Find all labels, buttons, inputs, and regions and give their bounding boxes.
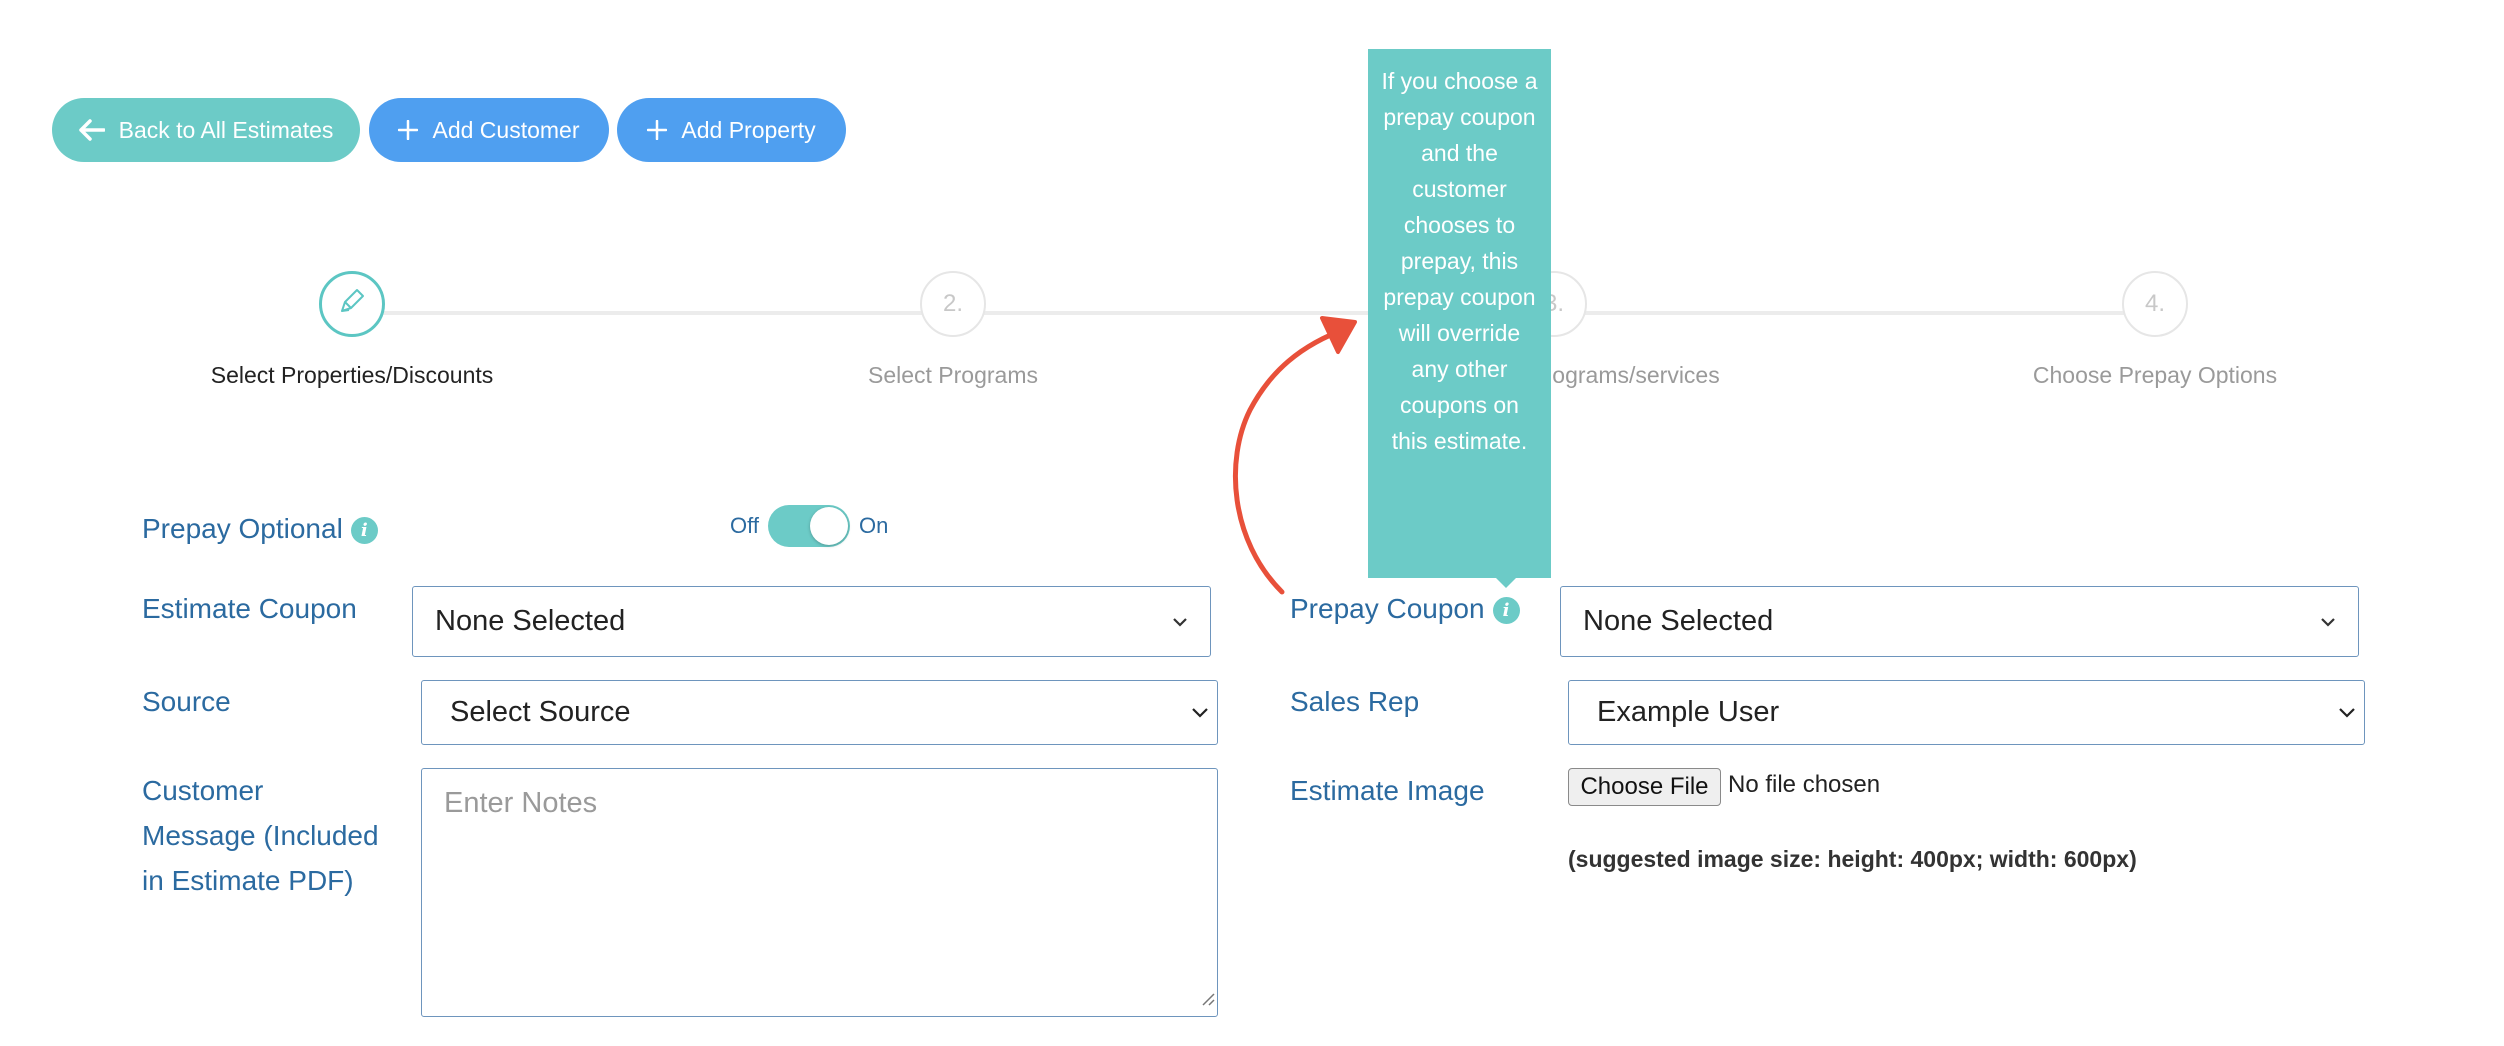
add-property-button[interactable]: Add Property — [617, 98, 846, 162]
info-icon[interactable]: i — [1492, 597, 1520, 625]
step-2-number: 2. — [942, 290, 963, 317]
step-4-circle[interactable]: 4. — [2122, 271, 2188, 337]
prepay-coupon-select[interactable]: None Selected — [1560, 586, 2359, 657]
prepay-coupon-tooltip: If you choose a prepay coupon and the cu… — [1368, 49, 1551, 578]
customer-message-textarea[interactable]: Enter Notes — [421, 768, 1218, 1017]
image-size-hint: (suggested image size: height: 400px; wi… — [1568, 846, 2137, 872]
customer-message-label: Customer Message (Included in Estimate P… — [142, 775, 379, 896]
back-button-label: Back to All Estimates — [118, 116, 334, 143]
prepay-coupon-value: None Selected — [1583, 605, 1774, 637]
source-value: Select Source — [450, 696, 631, 728]
source-select[interactable]: Select Source — [421, 680, 1218, 745]
step-2-circle[interactable]: 2. — [920, 271, 986, 337]
prepay-coupon-text: Prepay Coupon — [1290, 593, 1485, 624]
file-status-text: No file chosen — [1728, 771, 1881, 798]
step-3-label[interactable]: ograms/services — [1552, 362, 1720, 388]
plus-icon — [398, 120, 419, 140]
toggle-off-label: Off — [730, 513, 759, 538]
toggle-knob — [809, 507, 848, 545]
sales-rep-label: Sales Rep — [1290, 686, 1420, 717]
pencil-icon — [337, 286, 367, 323]
step-progress-line — [352, 311, 2152, 315]
step-4-label[interactable]: Choose Prepay Options — [2032, 362, 2278, 388]
chevron-down-icon — [2320, 617, 2336, 627]
estimate-coupon-label: Estimate Coupon — [142, 593, 357, 624]
toggle-on-label: On — [858, 513, 889, 538]
step-4-number: 4. — [2144, 290, 2165, 317]
tooltip-arrow — [1496, 578, 1516, 588]
estimate-coupon-value: None Selected — [435, 605, 626, 637]
add-customer-label: Add Customer — [432, 116, 580, 143]
step-1-label[interactable]: Select Properties/Discounts — [210, 362, 494, 388]
sales-rep-value: Example User — [1597, 696, 1780, 728]
info-icon[interactable]: i — [350, 517, 378, 545]
plus-icon — [647, 120, 668, 140]
prepay-optional-toggle-group: Off On — [730, 505, 888, 547]
estimate-image-label: Estimate Image — [1290, 775, 1485, 806]
step-2-label[interactable]: Select Programs — [867, 362, 1039, 388]
source-label: Source — [142, 686, 231, 717]
estimate-coupon-select[interactable]: None Selected — [412, 586, 1211, 657]
sales-rep-select[interactable]: Example User — [1568, 680, 2365, 745]
notes-placeholder: Enter Notes — [444, 787, 598, 819]
add-customer-button[interactable]: Add Customer — [369, 98, 609, 162]
chevron-down-icon — [1191, 707, 1209, 719]
step-1-circle[interactable] — [319, 271, 385, 337]
prepay-optional-toggle[interactable] — [767, 505, 850, 547]
choose-file-button[interactable]: Choose File — [1568, 768, 1721, 806]
annotation-arrow — [1210, 300, 1390, 615]
arrow-left-icon — [78, 119, 105, 141]
chevron-down-icon — [1172, 617, 1188, 627]
back-to-all-estimates-button[interactable]: Back to All Estimates — [52, 98, 360, 162]
resize-grip-icon[interactable] — [1199, 981, 1215, 1014]
chevron-down-icon — [2338, 707, 2356, 719]
prepay-optional-text: Prepay Optional — [142, 513, 343, 544]
add-property-label: Add Property — [681, 116, 816, 143]
